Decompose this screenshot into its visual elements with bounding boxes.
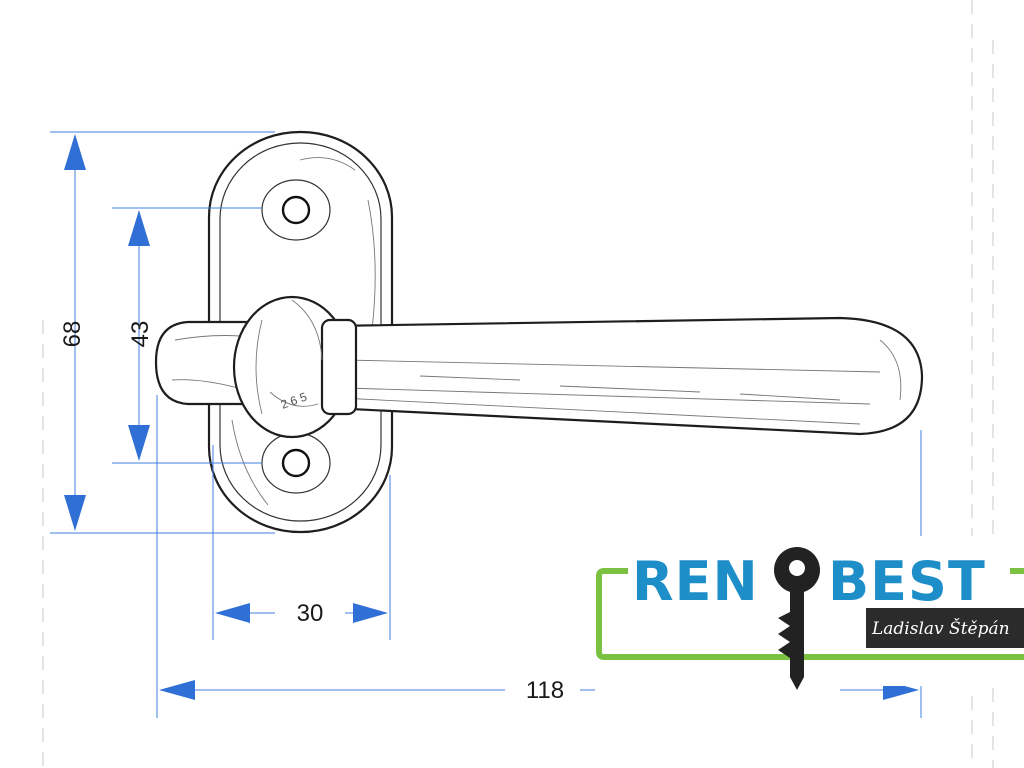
dim-label-118: 118 — [526, 677, 564, 704]
logo-subtitle-bg — [866, 608, 1024, 648]
dim-label-30: 30 — [297, 600, 324, 627]
handle-stub — [154, 320, 252, 406]
hub-collar — [320, 318, 358, 416]
dimension-30: 30 — [212, 445, 391, 640]
renobest-logo: REN BEST Ladislav Štěpán — [586, 536, 1024, 690]
dimension-68: 68 — [50, 131, 275, 534]
dim-label-68: 68 — [59, 321, 86, 348]
dimension-43: 43 — [112, 207, 262, 464]
logo-frame — [596, 568, 1024, 660]
dim-label-43: 43 — [127, 321, 154, 348]
lever-arm — [328, 316, 924, 436]
key-icon — [774, 547, 820, 690]
logo-subtitle: Ladislav Štěpán — [871, 618, 1010, 639]
handle-drawing: 2 6 5 — [154, 130, 924, 534]
logo-name-left: REN — [632, 550, 759, 613]
screw-hole-icon — [261, 179, 331, 241]
logo-name-right: BEST — [828, 550, 986, 613]
